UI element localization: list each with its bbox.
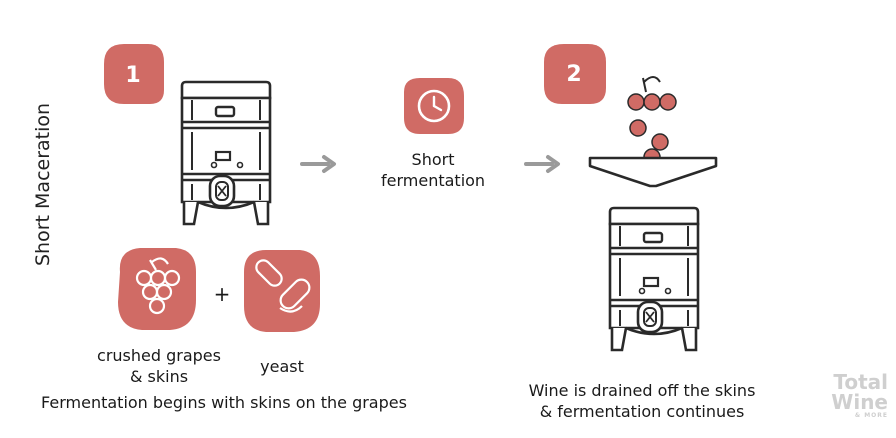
plus-sign: + <box>213 282 231 306</box>
step-1-badge: 1 <box>104 44 164 104</box>
arrow-right-icon <box>300 155 336 173</box>
yeast-label: yeast <box>260 357 304 376</box>
fermentation-tank-icon <box>608 206 700 352</box>
step-2-badge: 2 <box>544 44 606 104</box>
arrow-right-icon <box>524 155 560 173</box>
step-2-caption-line2: & fermentation continues <box>539 402 745 421</box>
grapes-icon <box>118 248 196 330</box>
middle-label-line1: Short <box>411 150 455 169</box>
grapes-label: crushed grapes & skins <box>92 345 226 387</box>
falling-grapes-icon <box>627 76 677 166</box>
logo-line3: & MORE <box>854 412 888 419</box>
step-1-number: 1 <box>125 63 140 88</box>
funnel-icon <box>588 156 718 188</box>
clock-icon <box>404 78 464 134</box>
grapes-label-line1: crushed grapes <box>97 346 221 365</box>
step-2-caption-line1: Wine is drained off the skins <box>528 381 756 400</box>
grapes-label-line2: & skins <box>129 367 189 386</box>
step-1-caption: Fermentation begins with skins on the gr… <box>41 393 407 412</box>
yeast-icon <box>244 250 320 332</box>
logo-line1: Total <box>833 370 888 394</box>
brand-logo: Total Wine & MORE <box>831 372 888 420</box>
logo-line2: Wine <box>831 390 888 414</box>
middle-label: Short fermentation <box>381 149 485 191</box>
middle-label-line2: fermentation <box>381 171 486 190</box>
step-2-number: 2 <box>566 62 581 87</box>
step-2-caption: Wine is drained off the skins & fermenta… <box>520 380 764 422</box>
fermentation-tank-icon <box>180 80 272 226</box>
